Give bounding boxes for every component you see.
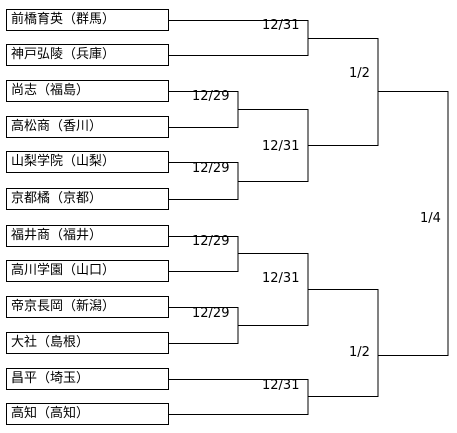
match-date: 12/29	[192, 306, 230, 321]
match-date: 12/31	[262, 271, 300, 286]
team-box: 高知（高知）	[6, 403, 169, 425]
team-box: 昌平（埼玉）	[6, 368, 169, 390]
match-date: 12/31	[262, 18, 300, 33]
team-name: 昌平（埼玉）	[11, 371, 90, 386]
team-name: 高知（高知）	[11, 406, 90, 421]
team-name: 京都橘（京都）	[11, 191, 103, 206]
team-name: 前橋育英（群馬）	[11, 12, 116, 27]
match-date: 12/29	[192, 89, 230, 104]
team-box: 尚志（福島）	[6, 80, 169, 102]
team-name: 福井商（福井）	[11, 228, 103, 243]
team-name: 帝京長岡（新潟）	[11, 299, 116, 314]
team-name: 高川学園（山口）	[11, 263, 116, 278]
match-date: 12/29	[192, 161, 230, 176]
team-box: 大社（島根）	[6, 332, 169, 354]
team-name: 尚志（福島）	[11, 83, 90, 98]
team-name: 山梨学院（山梨）	[11, 154, 116, 169]
match-date: 12/31	[262, 378, 300, 393]
match-date: 1/4	[420, 211, 441, 226]
team-box: 高松商（香川）	[6, 116, 169, 138]
team-name: 大社（島根）	[11, 335, 90, 350]
match-date: 1/2	[349, 66, 370, 81]
team-box: 前橋育英（群馬）	[6, 9, 169, 31]
team-box: 神戸弘陵（兵庫）	[6, 44, 169, 66]
match-date: 12/29	[192, 234, 230, 249]
team-name: 神戸弘陵（兵庫）	[11, 47, 116, 62]
match-date: 12/31	[262, 139, 300, 154]
match-date: 1/2	[349, 345, 370, 360]
team-name: 高松商（香川）	[11, 119, 103, 134]
team-box: 山梨学院（山梨）	[6, 151, 169, 173]
team-box: 高川学園（山口）	[6, 260, 169, 282]
team-box: 京都橘（京都）	[6, 188, 169, 210]
team-box: 福井商（福井）	[6, 225, 169, 247]
team-box: 帝京長岡（新潟）	[6, 296, 169, 318]
